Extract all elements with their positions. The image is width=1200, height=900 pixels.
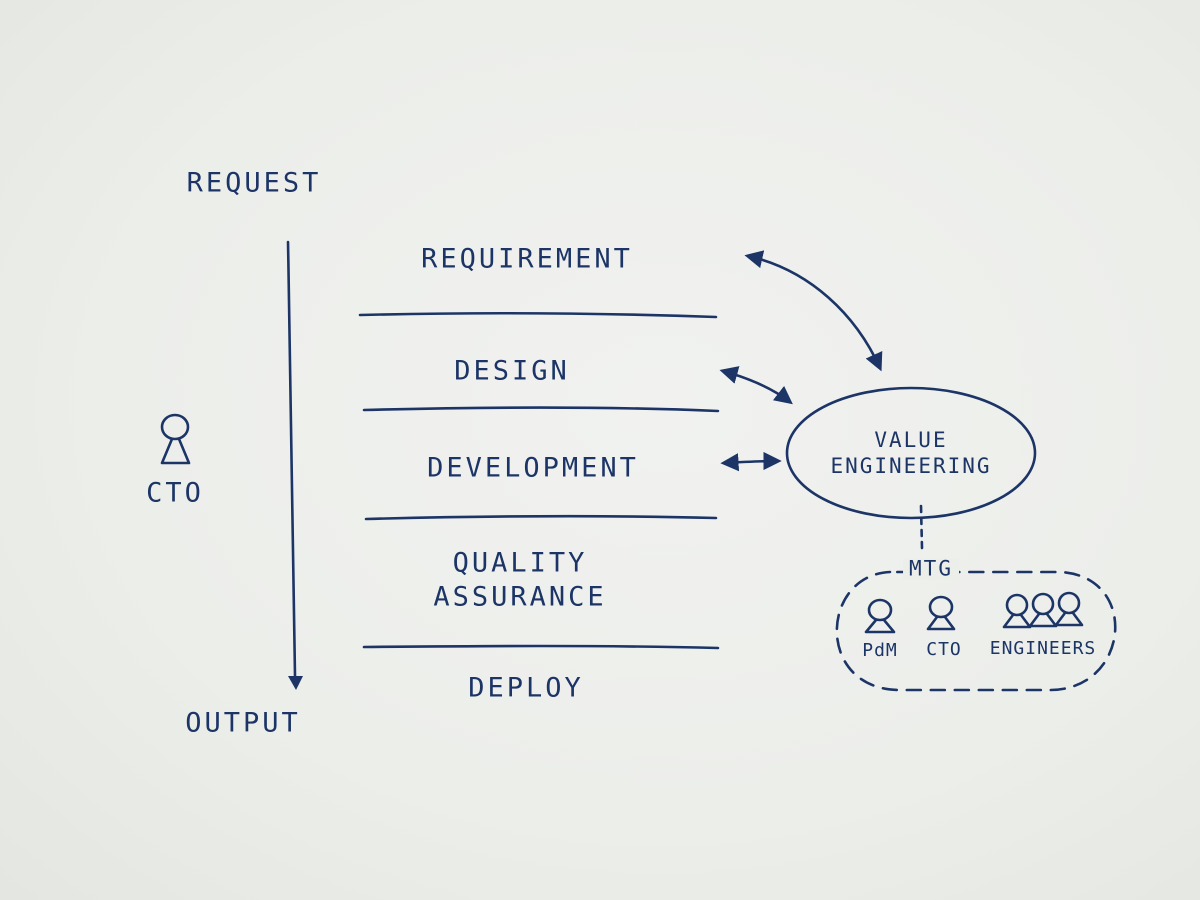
meeting-boundary — [835, 570, 1117, 692]
stage-deploy-label: DEPLOY — [468, 672, 584, 704]
engineers-people-group-icon — [1002, 591, 1084, 629]
stage-qa-label: QUALITY ASSURANCE — [433, 547, 607, 612]
process-flow-arrowhead — [288, 676, 303, 690]
stage-divider-2 — [362, 406, 720, 413]
request-label: REQUEST — [186, 167, 322, 199]
process-flow-arrow — [286, 240, 297, 678]
ve-meeting-connector — [919, 504, 924, 550]
output-label: OUTPUT — [185, 707, 301, 739]
stage-development-label: DEVELOPMENT — [427, 452, 639, 484]
stage-divider-3 — [364, 514, 718, 521]
cto-person-icon — [160, 413, 191, 465]
participant-pdm-label: PdM — [862, 640, 898, 661]
cto-meeting-person-icon — [926, 595, 956, 631]
value-engineering-ellipse — [785, 386, 1037, 520]
design-ve-arrow — [719, 366, 793, 405]
cto-owner-label: CTO — [146, 477, 204, 509]
stage-design-label: DESIGN — [454, 355, 570, 387]
stage-divider-4 — [362, 644, 720, 650]
stage-divider-1 — [358, 311, 718, 319]
value-engineering-label: VALUE ENGINEERING — [830, 427, 992, 478]
participant-engineers-label: ENGINEERS — [989, 638, 1097, 659]
stage-requirement-label: REQUIREMENT — [421, 243, 633, 275]
development-ve-arrow — [720, 451, 782, 472]
pdm-person-icon — [864, 598, 896, 634]
participant-cto-label: CTO — [926, 639, 962, 660]
meeting-label: MTG — [903, 558, 959, 580]
requirement-ve-arrow — [744, 250, 883, 372]
